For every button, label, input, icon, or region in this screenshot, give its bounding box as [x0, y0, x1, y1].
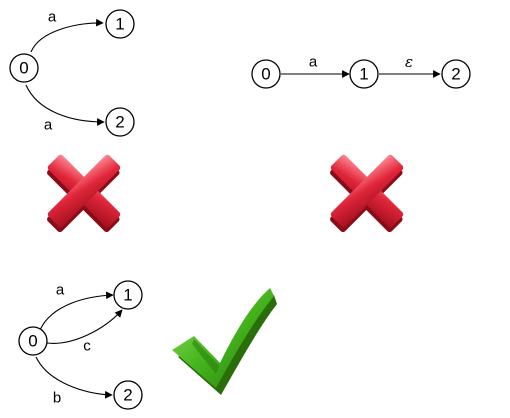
state-node: 0	[9, 53, 39, 83]
edge-1-to-2: ε	[379, 53, 441, 78]
svg-text:2: 2	[123, 386, 132, 405]
state-node: 0	[251, 59, 281, 89]
svg-text:0: 0	[28, 332, 37, 351]
edge-0-to-1: a	[281, 54, 350, 78]
cross-icon	[330, 154, 404, 233]
state-node: 1	[349, 59, 379, 89]
svg-text:0: 0	[19, 59, 28, 78]
edge-label: a	[48, 9, 57, 26]
diagram-top-right: a ε 0 1 2	[251, 53, 471, 89]
svg-text:1: 1	[123, 286, 132, 305]
state-node: 0	[18, 326, 48, 356]
cross-icon	[47, 154, 121, 233]
svg-text:2: 2	[451, 65, 460, 84]
state-node: 1	[105, 9, 135, 39]
diagram-bottom-left: a c b 0 1 2	[18, 280, 143, 410]
svg-text:1: 1	[115, 15, 124, 34]
svg-text:0: 0	[261, 65, 270, 84]
edge-label: ε	[405, 53, 413, 71]
edge-0-to-2: a	[25, 84, 105, 134]
check-icon	[172, 288, 277, 395]
edge-0-to-2-b: b	[35, 356, 113, 407]
edge-0-to-1-c: c	[46, 309, 123, 355]
state-node: 2	[105, 107, 135, 137]
state-node: 2	[113, 380, 143, 410]
svg-text:1: 1	[359, 65, 368, 84]
state-node: 2	[441, 59, 471, 89]
edge-label: a	[44, 117, 53, 134]
state-node: 1	[113, 280, 143, 310]
svg-text:2: 2	[115, 113, 124, 132]
edge-label: b	[53, 390, 61, 407]
edge-0-to-1: a	[30, 9, 104, 53]
edge-label: c	[83, 338, 91, 355]
edge-label: a	[56, 282, 65, 299]
diagram-top-left: a a 0 1 2	[9, 9, 135, 137]
edge-0-to-1-a: a	[39, 282, 114, 331]
edge-label: a	[309, 54, 318, 71]
